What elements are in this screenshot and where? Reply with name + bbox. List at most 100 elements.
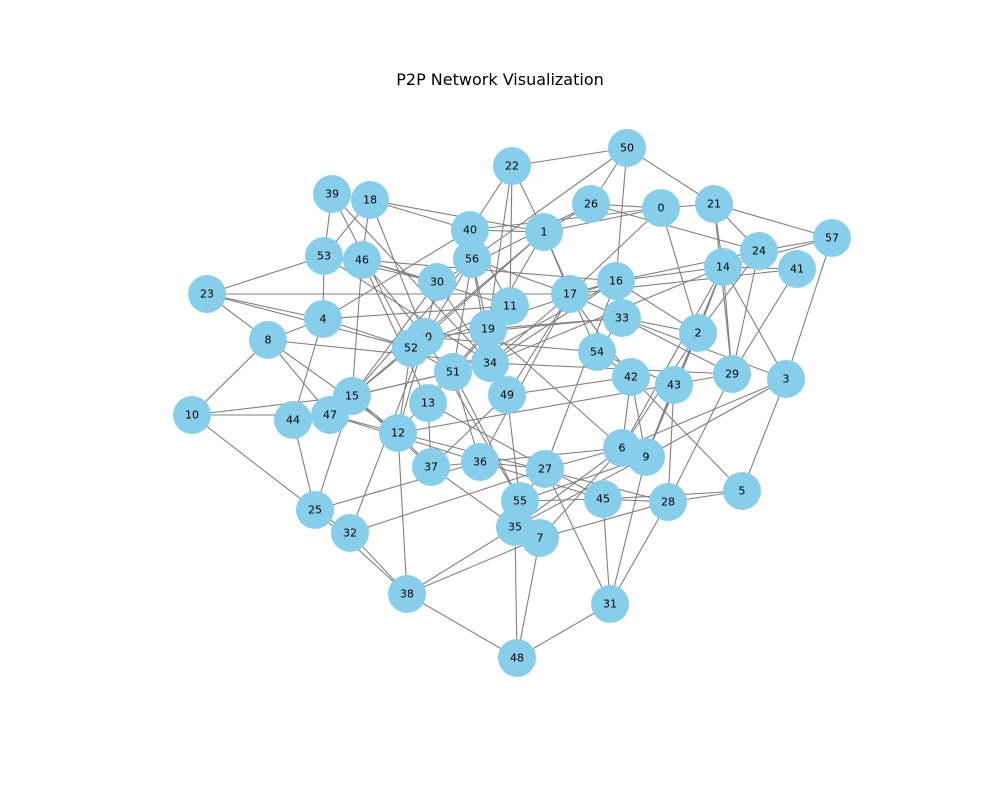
node-circle[interactable]: [313, 175, 351, 213]
node-circle[interactable]: [379, 414, 417, 452]
node-circle[interactable]: [740, 232, 778, 270]
node-19[interactable]: 19: [469, 310, 507, 348]
node-circle[interactable]: [488, 376, 526, 414]
node-21[interactable]: 21: [695, 185, 733, 223]
node-circle[interactable]: [723, 472, 761, 510]
node-circle[interactable]: [526, 450, 564, 488]
node-circle[interactable]: [249, 321, 287, 359]
node-circle[interactable]: [331, 514, 369, 552]
node-13[interactable]: 13: [409, 384, 447, 422]
node-circle[interactable]: [679, 314, 717, 352]
node-41[interactable]: 41: [778, 250, 816, 288]
node-52[interactable]: 52: [392, 329, 430, 367]
node-32[interactable]: 32: [331, 514, 369, 552]
node-circle[interactable]: [612, 358, 650, 396]
node-circle[interactable]: [778, 250, 816, 288]
node-54[interactable]: 54: [578, 333, 616, 371]
node-1[interactable]: 1: [525, 213, 563, 251]
node-3[interactable]: 3: [767, 360, 805, 398]
node-circle[interactable]: [498, 639, 536, 677]
node-12[interactable]: 12: [379, 414, 417, 452]
node-24[interactable]: 24: [740, 232, 778, 270]
node-36[interactable]: 36: [461, 443, 499, 481]
node-circle[interactable]: [578, 333, 616, 371]
node-50[interactable]: 50: [608, 129, 646, 167]
node-48[interactable]: 48: [498, 639, 536, 677]
node-circle[interactable]: [451, 211, 489, 249]
node-circle[interactable]: [311, 396, 349, 434]
node-circle[interactable]: [469, 310, 507, 348]
node-circle[interactable]: [603, 299, 641, 337]
node-33[interactable]: 33: [603, 299, 641, 337]
node-circle[interactable]: [304, 300, 342, 338]
node-circle[interactable]: [274, 401, 312, 439]
node-14[interactable]: 14: [704, 248, 742, 286]
node-circle[interactable]: [343, 241, 381, 279]
node-circle[interactable]: [591, 585, 629, 623]
node-circle[interactable]: [551, 275, 589, 313]
node-57[interactable]: 57: [813, 219, 851, 257]
node-47[interactable]: 47: [311, 396, 349, 434]
node-26[interactable]: 26: [572, 185, 610, 223]
node-16[interactable]: 16: [597, 262, 635, 300]
node-circle[interactable]: [597, 262, 635, 300]
node-circle[interactable]: [655, 366, 693, 404]
node-46[interactable]: 46: [343, 241, 381, 279]
node-22[interactable]: 22: [493, 147, 531, 185]
node-circle[interactable]: [767, 360, 805, 398]
node-55[interactable]: 55: [501, 482, 539, 520]
node-9[interactable]: 9: [627, 438, 665, 476]
node-45[interactable]: 45: [584, 480, 622, 518]
node-circle[interactable]: [525, 213, 563, 251]
node-5[interactable]: 5: [723, 472, 761, 510]
node-38[interactable]: 38: [388, 575, 426, 613]
node-53[interactable]: 53: [305, 237, 343, 275]
node-circle[interactable]: [493, 147, 531, 185]
node-2[interactable]: 2: [679, 314, 717, 352]
node-circle[interactable]: [627, 438, 665, 476]
node-40[interactable]: 40: [451, 211, 489, 249]
node-27[interactable]: 27: [526, 450, 564, 488]
node-34[interactable]: 34: [471, 344, 509, 382]
node-circle[interactable]: [584, 480, 622, 518]
node-30[interactable]: 30: [418, 263, 456, 301]
node-circle[interactable]: [501, 482, 539, 520]
node-18[interactable]: 18: [351, 181, 389, 219]
node-circle[interactable]: [412, 448, 450, 486]
node-circle[interactable]: [461, 443, 499, 481]
node-51[interactable]: 51: [434, 353, 472, 391]
node-31[interactable]: 31: [591, 585, 629, 623]
node-circle[interactable]: [704, 248, 742, 286]
node-circle[interactable]: [572, 185, 610, 223]
node-44[interactable]: 44: [274, 401, 312, 439]
node-circle[interactable]: [695, 185, 733, 223]
node-4[interactable]: 4: [304, 300, 342, 338]
node-29[interactable]: 29: [713, 355, 751, 393]
node-17[interactable]: 17: [551, 275, 589, 313]
node-28[interactable]: 28: [649, 483, 687, 521]
node-circle[interactable]: [188, 275, 226, 313]
node-37[interactable]: 37: [412, 448, 450, 486]
node-circle[interactable]: [453, 240, 491, 278]
node-circle[interactable]: [409, 384, 447, 422]
node-23[interactable]: 23: [188, 275, 226, 313]
node-circle[interactable]: [351, 181, 389, 219]
node-39[interactable]: 39: [313, 175, 351, 213]
node-circle[interactable]: [305, 237, 343, 275]
node-circle[interactable]: [642, 189, 680, 227]
node-circle[interactable]: [608, 129, 646, 167]
node-circle[interactable]: [388, 575, 426, 613]
node-circle[interactable]: [296, 491, 334, 529]
node-10[interactable]: 10: [173, 396, 211, 434]
node-56[interactable]: 56: [453, 240, 491, 278]
node-0[interactable]: 0: [642, 189, 680, 227]
node-circle[interactable]: [418, 263, 456, 301]
node-42[interactable]: 42: [612, 358, 650, 396]
node-49[interactable]: 49: [488, 376, 526, 414]
node-circle[interactable]: [813, 219, 851, 257]
node-circle[interactable]: [713, 355, 751, 393]
node-circle[interactable]: [392, 329, 430, 367]
node-43[interactable]: 43: [655, 366, 693, 404]
node-25[interactable]: 25: [296, 491, 334, 529]
node-circle[interactable]: [173, 396, 211, 434]
